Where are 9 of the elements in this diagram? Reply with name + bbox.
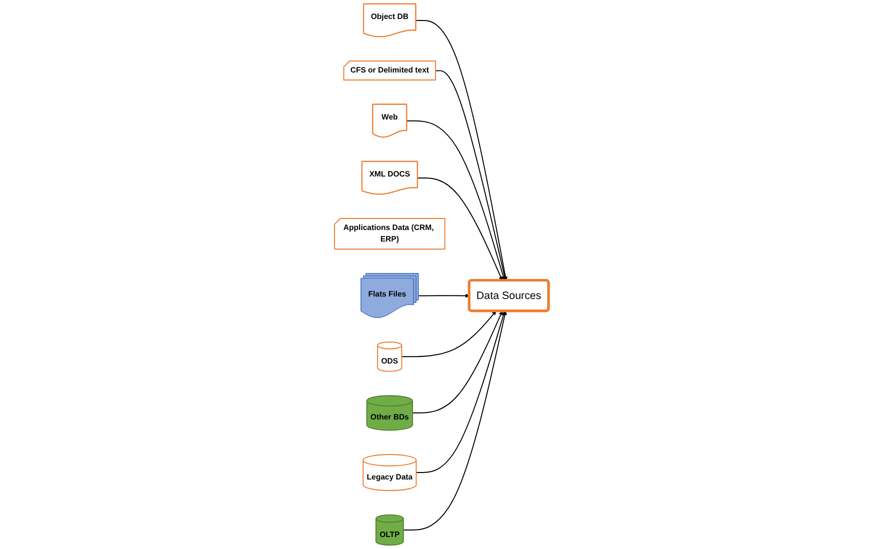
arrow <box>435 70 507 281</box>
arrow <box>406 120 506 281</box>
arrow <box>402 310 507 530</box>
arrow <box>416 20 508 281</box>
arrow <box>412 310 503 414</box>
arrow <box>417 178 503 281</box>
arrow <box>401 310 496 358</box>
arrow <box>418 294 470 298</box>
arrow <box>416 310 506 473</box>
